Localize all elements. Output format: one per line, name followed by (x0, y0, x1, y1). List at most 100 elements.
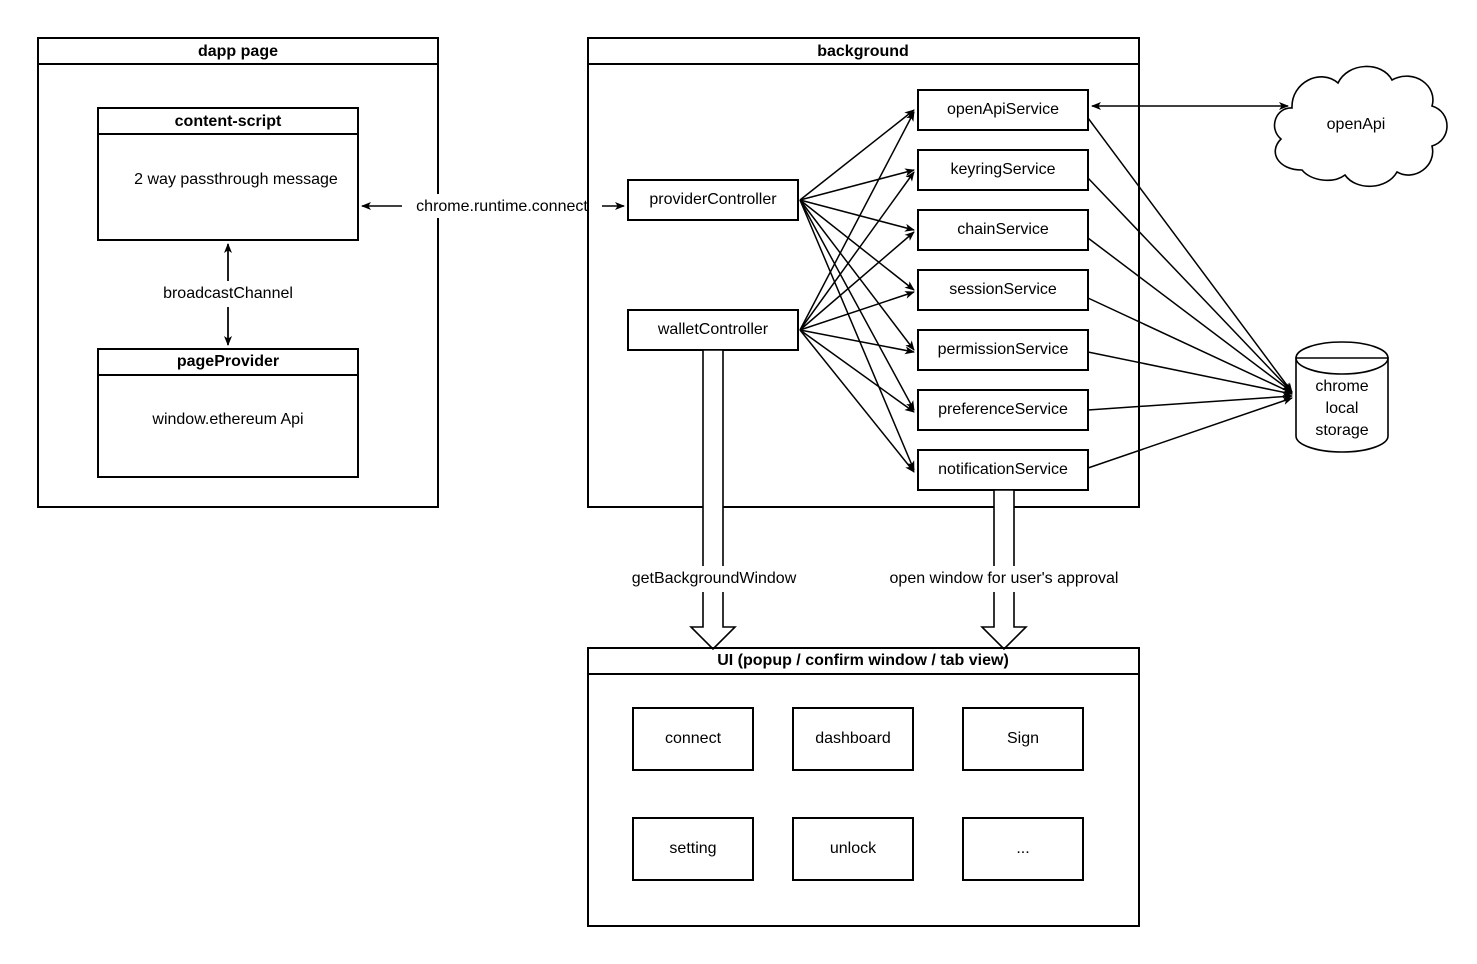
link-provider-permissionService (799, 199, 915, 351)
get-background-window-label: getBackgroundWindow (632, 570, 797, 587)
link-keyringService-storage (1087, 177, 1293, 393)
background-title: background (817, 43, 909, 60)
link-preferenceService-storage (1087, 392, 1293, 411)
dapp-page-container: dapp page (37, 37, 439, 508)
link-provider-sessionService (799, 199, 915, 291)
link-wallet-sessionService (799, 291, 915, 331)
ui-button-connect-frame[interactable] (632, 707, 754, 771)
service-box-chainService: chainService (917, 209, 1089, 251)
content-script-title: content-script (175, 113, 282, 130)
service-frame-openApiService (917, 89, 1089, 131)
service-label-sessionService: sessionService (949, 281, 1057, 298)
ui-button-dashboard-frame[interactable] (792, 707, 914, 771)
wallet-controller-box: walletController (627, 309, 799, 351)
ui-button-dashboard[interactable]: dashboard (792, 707, 914, 771)
service-label-notificationService: notificationService (938, 461, 1068, 478)
background-container: background (587, 37, 1140, 508)
open-api-cloud-shape (1273, 65, 1448, 188)
service-box-permissionService: permissionService (917, 329, 1089, 371)
page-provider-box: pageProvider window.ethereum Api (97, 348, 359, 478)
link-chainService-storage (1087, 237, 1293, 393)
service-label-keyringService: keyringService (951, 161, 1056, 178)
link-wallet-chainService (799, 231, 915, 331)
service-frame-sessionService (917, 269, 1089, 311)
service-label-preferenceService: preferenceService (938, 401, 1068, 418)
service-frame-preferenceService (917, 389, 1089, 431)
chrome-runtime-connect-label: chrome.runtime.connect (416, 198, 588, 215)
ui-button-setting-label: setting (669, 840, 716, 857)
ui-button-sign-frame[interactable] (962, 707, 1084, 771)
content-script-frame (97, 107, 359, 241)
broadcast-channel-label: broadcastChannel (163, 285, 293, 302)
ui-button-unlock-label: unlock (830, 840, 877, 857)
ui-frame (587, 647, 1140, 927)
provider-controller-service-links (799, 109, 915, 471)
ui-button-unlock[interactable]: unlock (792, 817, 914, 881)
link-wallet-openApiService (799, 111, 915, 331)
chrome-local-storage-cylinder: chrome local storage (1295, 341, 1389, 453)
link-wallet-notificationService (799, 329, 915, 473)
open-api-cloud: openApi (1273, 65, 1448, 188)
dapp-page-frame (37, 37, 439, 508)
service-frame-permissionService (917, 329, 1089, 371)
service-label-openApiService: openApiService (947, 101, 1059, 118)
link-wallet-preferenceService (799, 329, 915, 413)
get-background-window-label-bg (613, 566, 815, 592)
provider-controller-frame (627, 179, 799, 221)
service-frame-chainService (917, 209, 1089, 251)
service-storage-links (1087, 117, 1293, 469)
ui-button-sign[interactable]: Sign (962, 707, 1084, 771)
ui-button-connect-label: connect (665, 730, 722, 747)
background-frame (587, 37, 1140, 508)
get-background-window-arrow (689, 349, 737, 651)
link-provider-keyringService (799, 168, 915, 201)
open-window-approval-label: open window for user's approval (890, 570, 1119, 587)
wallet-controller-service-links (799, 111, 915, 473)
ui-button-more-frame[interactable] (962, 817, 1084, 881)
storage-label-line-1: chrome (1315, 378, 1368, 395)
service-frame-keyringService (917, 149, 1089, 191)
ui-button-connect[interactable]: connect (632, 707, 754, 771)
broadcast-channel-label-bg (146, 281, 312, 307)
page-provider-title: pageProvider (177, 353, 279, 370)
page-provider-frame (97, 348, 359, 478)
service-box-keyringService: keyringService (917, 149, 1089, 191)
get-background-window-flow: getBackgroundWindow (613, 349, 815, 651)
ui-button-unlock-frame[interactable] (792, 817, 914, 881)
page-provider-body: window.ethereum Api (151, 411, 303, 428)
link-notificationService-storage (1087, 397, 1293, 469)
service-box-preferenceService: preferenceService (917, 389, 1089, 431)
ui-button-more[interactable]: ... (962, 817, 1084, 881)
storage-label-line-2: local (1326, 400, 1359, 417)
provider-controller-box: providerController (627, 179, 799, 221)
link-provider-preferenceService (799, 199, 915, 411)
chrome-runtime-connect-label-bg (402, 194, 602, 218)
service-box-openApiService: openApiService (917, 89, 1089, 131)
service-box-notificationService: notificationService (917, 449, 1089, 491)
service-label-chainService: chainService (957, 221, 1049, 238)
open-window-approval-flow: open window for user's approval (870, 489, 1138, 651)
provider-controller-label: providerController (649, 191, 777, 208)
link-provider-openApiService (799, 109, 915, 201)
open-api-cloud-label: openApi (1327, 116, 1386, 133)
broadcast-channel-link: broadcastChannel (146, 243, 312, 346)
ui-container: UI (popup / confirm window / tab view) (587, 647, 1140, 927)
wallet-controller-label: walletController (657, 321, 769, 338)
link-permissionService-storage (1087, 351, 1293, 397)
ui-button-dashboard-label: dashboard (815, 730, 891, 747)
storage-label-line-3: storage (1315, 422, 1368, 439)
ui-title: UI (popup / confirm window / tab view) (717, 652, 1009, 669)
content-script-box: content-script 2 way passthrough message (97, 107, 359, 241)
ui-button-setting[interactable]: setting (632, 817, 754, 881)
link-provider-chainService (799, 199, 915, 232)
service-box-sessionService: sessionService (917, 269, 1089, 311)
link-provider-notificationService (799, 199, 915, 471)
content-script-body: 2 way passthrough message (134, 171, 338, 188)
ui-button-more-label: ... (1016, 840, 1029, 857)
service-label-permissionService: permissionService (938, 341, 1069, 358)
ui-button-setting-frame[interactable] (632, 817, 754, 881)
ui-button-sign-label: Sign (1007, 730, 1039, 747)
open-window-approval-label-bg (870, 566, 1138, 592)
dapp-page-title: dapp page (198, 43, 278, 60)
